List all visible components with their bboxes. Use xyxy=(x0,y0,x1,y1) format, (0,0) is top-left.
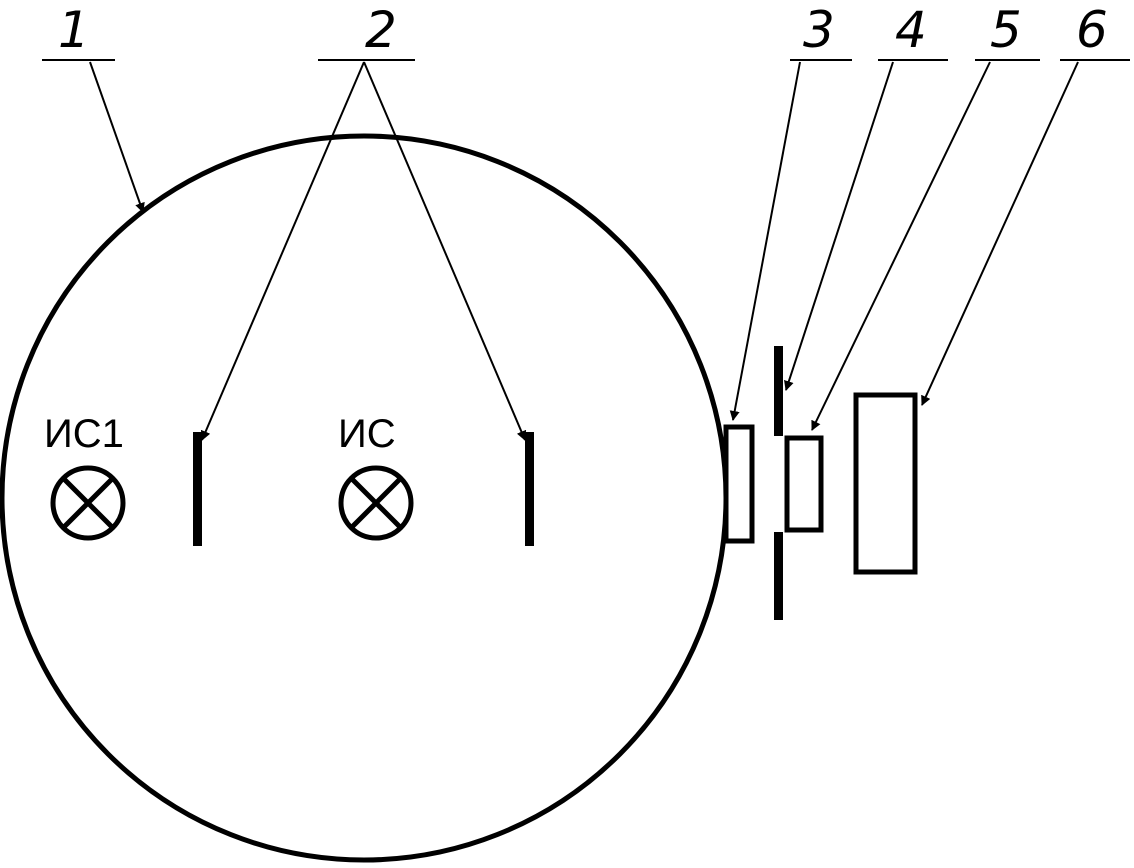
callout-3-label: 3 xyxy=(803,1,835,59)
callout-2-label: 2 xyxy=(365,1,397,59)
sample-plate-right xyxy=(525,432,534,546)
callout-4-leader xyxy=(784,61,894,391)
source-center-icon xyxy=(338,465,414,541)
chamber-circle xyxy=(0,133,729,863)
source-left-label: ИС1 xyxy=(44,412,124,456)
callout-6-label: 6 xyxy=(1076,1,1108,59)
callout-4-label: 4 xyxy=(895,1,927,59)
callout-5-label: 5 xyxy=(990,1,1022,59)
callout-1-leader xyxy=(89,61,145,213)
filter-element xyxy=(784,435,824,533)
callout-3-leader xyxy=(729,61,801,421)
source-center-label: ИС xyxy=(338,412,396,456)
detector-element xyxy=(853,392,918,575)
callout-5-leader xyxy=(811,61,991,431)
sample-plate-left xyxy=(193,432,202,546)
callout-1-label: 1 xyxy=(58,1,90,59)
diaphragm-upper xyxy=(774,346,783,436)
callout-2-leader-left xyxy=(200,61,365,441)
window-element xyxy=(723,424,755,544)
source-left-icon xyxy=(50,465,126,541)
callout-2-leader-right xyxy=(363,61,527,441)
callout-6-leader xyxy=(921,61,1079,406)
diaphragm-lower xyxy=(774,532,783,620)
